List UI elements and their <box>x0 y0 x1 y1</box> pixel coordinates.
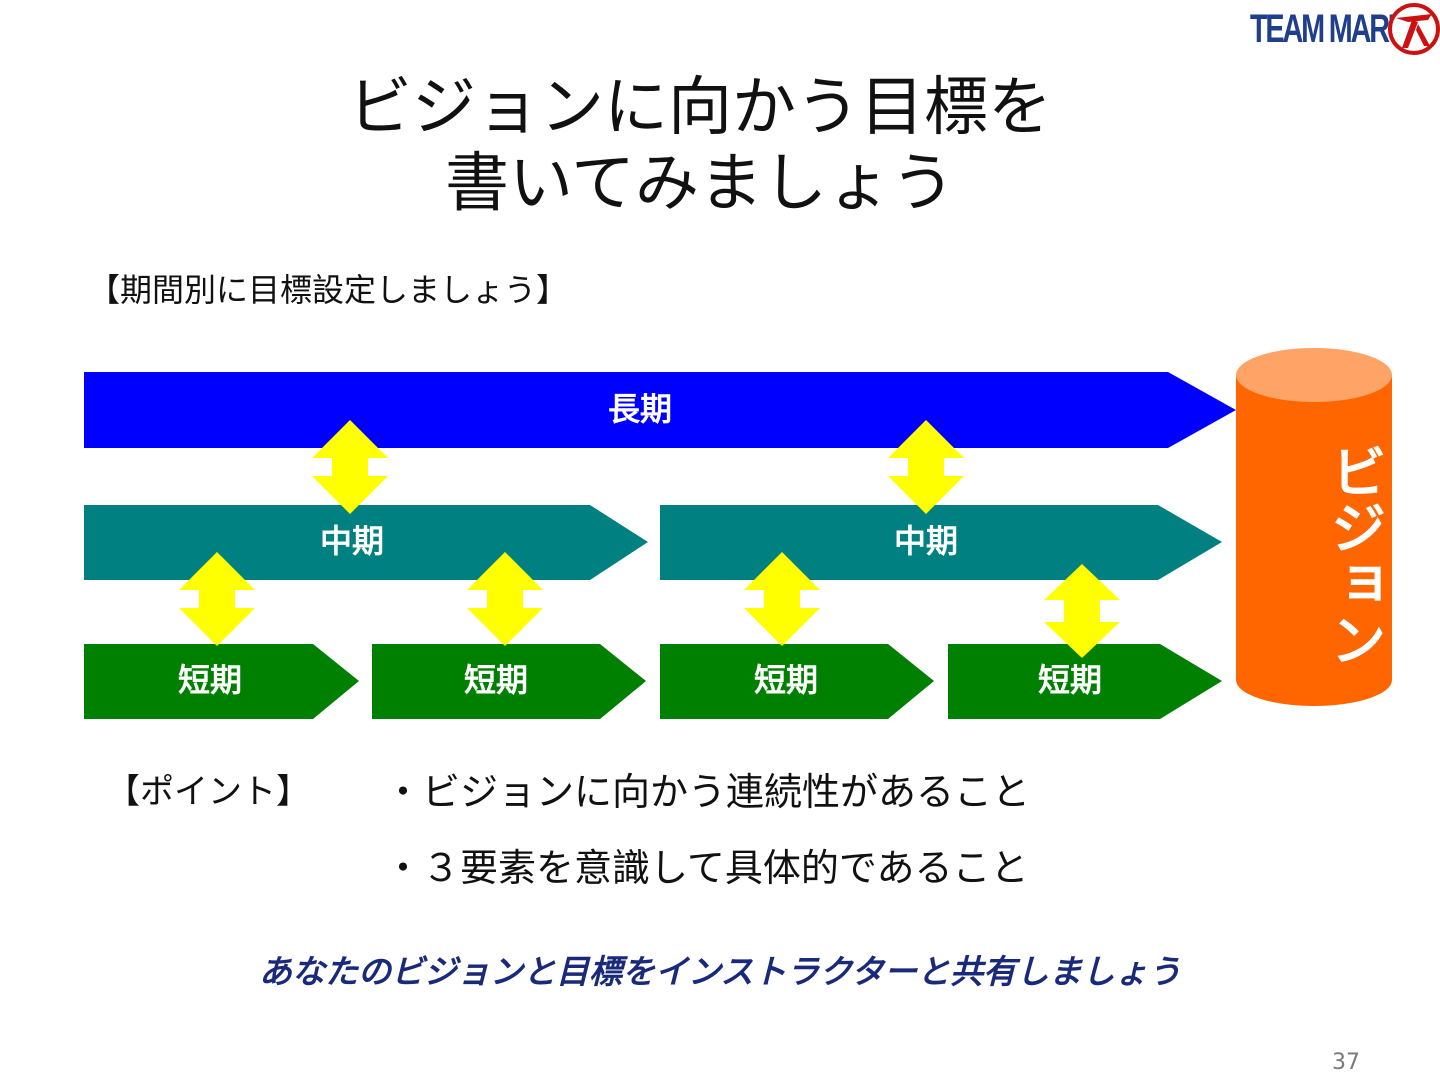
page-number: 37 <box>1332 1050 1360 1075</box>
title-line-1: ビジョンに向かう目標を <box>348 71 1052 145</box>
short-term-arrow-1 <box>84 644 359 719</box>
mid-term-arrow-2 <box>660 505 1222 580</box>
team-maru-logo: TEAM MARU <box>1246 0 1440 60</box>
short-term-arrow-2 <box>372 644 646 719</box>
logo-mark-icon <box>1388 3 1440 55</box>
points-heading: 【ポイント】 <box>106 772 310 812</box>
link-arrow-mid-short-3 <box>744 552 820 646</box>
link-arrow-mid-short-2 <box>467 552 543 646</box>
section-subtitle: 【期間別に目標設定しましょう】 <box>88 271 569 309</box>
short-term-label-2: 短期 <box>463 661 528 699</box>
link-arrow-mid-short-4 <box>1044 564 1120 658</box>
vision-cylinder <box>1236 348 1392 706</box>
title-line-2: 書いてみましょう <box>444 147 956 221</box>
short-term-label-4: 短期 <box>1037 661 1102 699</box>
vision-label: ビジョン <box>1321 443 1386 667</box>
short-term-label-3: 短期 <box>753 661 818 699</box>
short-term-arrow-4 <box>948 644 1222 719</box>
link-arrow-mid-short-1 <box>179 552 255 646</box>
mid-term-label-1: 中期 <box>319 522 384 560</box>
short-term-arrow-3 <box>660 644 934 719</box>
long-term-arrow <box>84 372 1236 448</box>
share-callout: あなたのビジョンと目標をインストラクターと共有しましょう <box>258 952 1182 991</box>
mid-term-label-2: 中期 <box>893 522 958 560</box>
link-arrow-long-mid-1 <box>312 420 388 514</box>
slide-title: ビジョンに向かう目標を 書いてみましょう <box>0 70 1400 222</box>
point-item-1: ・ビジョンに向かう連続性があること <box>384 770 1031 814</box>
point-item-2: ・３要素を意識して具体的であること <box>384 846 1029 890</box>
link-arrow-long-mid-2 <box>888 420 964 514</box>
short-term-label-1: 短期 <box>177 661 242 699</box>
long-term-label: 長期 <box>607 390 672 428</box>
